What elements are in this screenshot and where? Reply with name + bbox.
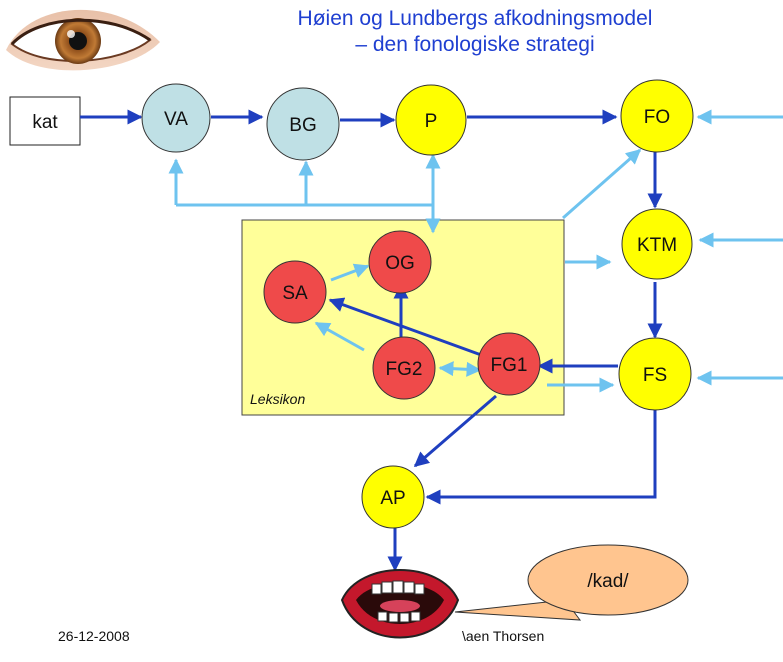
svg-text:VA: VA xyxy=(164,109,188,130)
speech-bubble: /kad/ xyxy=(454,544,689,621)
svg-text:P: P xyxy=(425,111,438,132)
light-arrows xyxy=(168,109,783,393)
slide-title: Høien og Lundbergs afkodningsmodel – den… xyxy=(175,6,775,58)
dark-arrows xyxy=(80,109,663,572)
svg-text:FO: FO xyxy=(644,107,670,128)
arrow-fs-ap xyxy=(425,410,657,505)
arrow-sa-og xyxy=(330,263,370,282)
arrow-fg2-fg1 xyxy=(438,361,482,377)
svg-text:BG: BG xyxy=(289,115,316,136)
node-ktm: KTM xyxy=(621,208,693,280)
svg-text:SA: SA xyxy=(282,283,308,304)
node-fo: FO xyxy=(620,79,694,153)
node-va: VA xyxy=(141,83,211,153)
svg-text:FG1: FG1 xyxy=(491,355,528,376)
arrow-lexicon-fo xyxy=(562,148,642,220)
speech-text: /kad/ xyxy=(587,571,629,592)
title-line-1: Høien og Lundbergs afkodningsmodel xyxy=(297,7,653,30)
arrow-fg1-ap xyxy=(413,394,497,468)
node-fg2: FG2 xyxy=(372,336,436,400)
svg-text:OG: OG xyxy=(385,253,415,274)
node-fs: FS xyxy=(618,337,692,411)
mouth-icon xyxy=(340,569,460,639)
node-ap: AP xyxy=(361,465,425,529)
eye-icon xyxy=(6,9,160,71)
node-bg: BG xyxy=(266,87,340,161)
node-sa: SA xyxy=(263,260,327,324)
input-word: kat xyxy=(32,112,58,133)
svg-text:FG2: FG2 xyxy=(386,359,423,380)
svg-text:KTM: KTM xyxy=(637,235,677,256)
svg-text:AP: AP xyxy=(380,488,405,509)
node-fg1: FG1 xyxy=(477,332,541,396)
arrow-fg2-sa xyxy=(314,321,365,352)
lexicon-label: Leksikon xyxy=(250,391,305,407)
node-og: OG xyxy=(368,230,432,294)
node-p: P xyxy=(395,84,467,156)
svg-text:FS: FS xyxy=(643,365,667,386)
input-word-box xyxy=(9,96,81,146)
arrow-fg1-sa xyxy=(328,297,485,358)
title-line-2: – den fonologiske strategi xyxy=(355,33,595,56)
footer-date: 26-12-2008 xyxy=(58,628,130,644)
footer-author: \aen Thorsen xyxy=(462,628,545,644)
